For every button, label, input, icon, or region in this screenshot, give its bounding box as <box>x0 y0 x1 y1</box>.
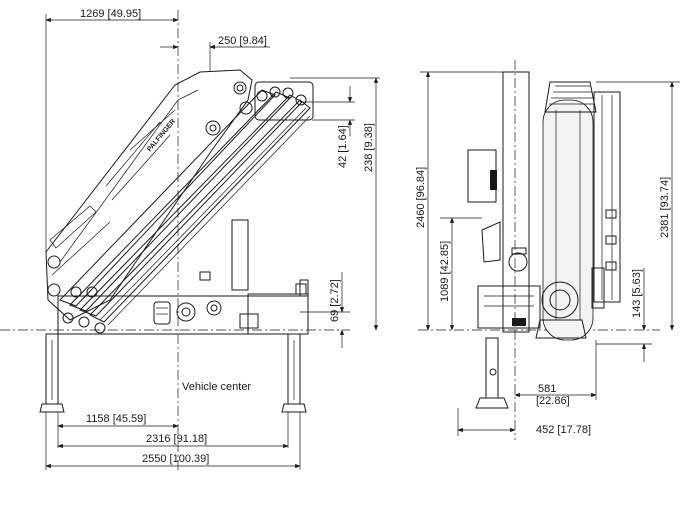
dim-581-inch: [22.86] <box>536 395 570 407</box>
dim-2316: 2316 [91.18] <box>146 433 207 445</box>
stabiliser-legs <box>39 333 307 413</box>
dim-1158: 1158 [45.59] <box>86 413 146 425</box>
dim-2460: 2460 [96.84] <box>415 167 427 228</box>
dim-69: 69 [2.72] <box>329 279 341 322</box>
side-view: 2460 [96.84] 1089 [42.85] 2381 [93.74] 1… <box>415 60 680 440</box>
brand-logo: PALFINGER <box>146 118 177 153</box>
dim-581: 581 <box>538 383 556 395</box>
dim-143: 143 [5.63] <box>631 269 643 318</box>
dim-2381: 2381 [93.74] <box>659 177 671 238</box>
dim-2550: 2550 [100.39] <box>142 453 209 465</box>
crane-base <box>57 219 309 335</box>
dim-238: 238 [9.38] <box>363 123 375 172</box>
dim-1089: 1089 [42.85] <box>439 241 451 302</box>
dim-1269: 1269 [49.95] <box>80 8 141 20</box>
boom-stack <box>45 69 314 334</box>
dim-250: 250 [9.84] <box>218 35 267 47</box>
front-view: PALFINGER <box>0 8 380 470</box>
vehicle-center-label: Vehicle center <box>182 381 251 393</box>
dim-452: 452 [17.78] <box>536 424 591 436</box>
dim-42: 42 [1.64] <box>337 125 349 168</box>
